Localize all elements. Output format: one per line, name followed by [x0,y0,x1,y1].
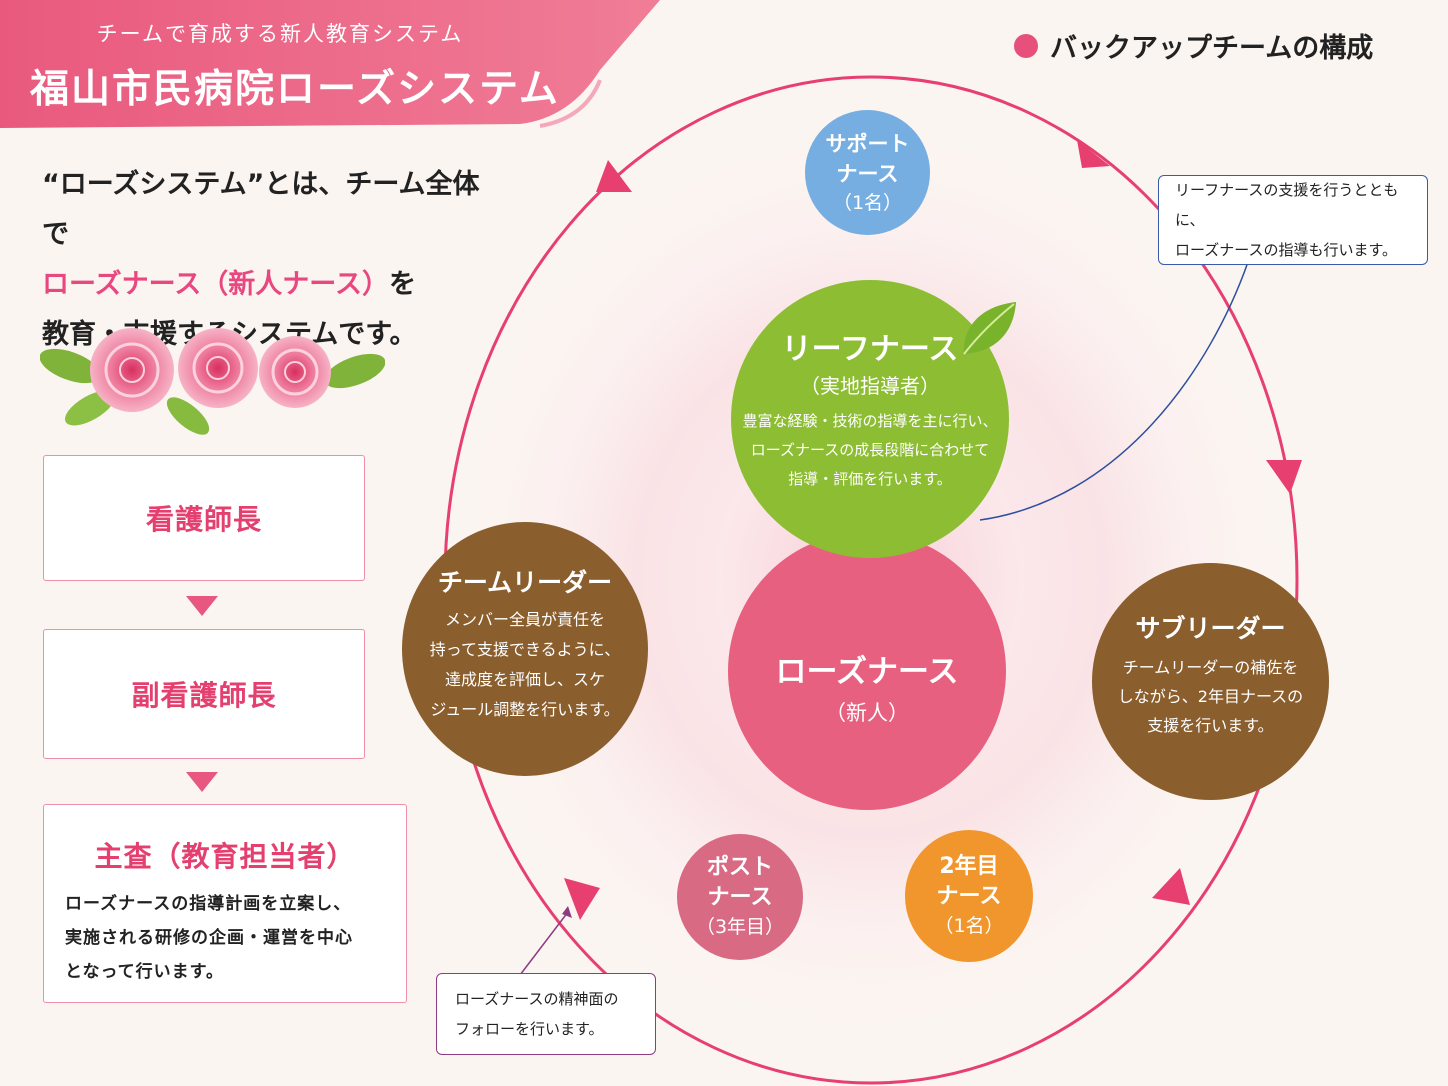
roses-decoration-icon [40,328,385,435]
leaf-desc-line: ローズナースの成長段階に合わせて [750,441,990,459]
team-leader-circle: チームリーダー メンバー全員が責任を 持って支援できるように、 達成度を評価し、… [402,522,648,776]
leaf-nurse-circle: リーフナース （実地指導者） 豊富な経験・技術の指導を主に行い、 ローズナースの… [731,280,1009,558]
sub-leader-desc-line: 支援を行います。 [1147,716,1274,735]
chief-description: ローズナースの指導計画を立案し、 実施される研修の企画・運営を中心 となって行い… [65,887,385,989]
second-year-nurse-line: 2年目 [939,854,999,879]
leaf-nurse-title: リーフナース [781,332,959,367]
rose-nurse-sub: （新人） [825,700,909,725]
support-nurse-count: （1名） [832,191,903,214]
team-leader-desc-line: 持って支援できるように、 [429,640,621,659]
intro-rose-nurse-highlight: ローズナース（新人ナース） [42,269,389,300]
leaf-desc-line: 豊富な経験・技術の指導を主に行い、 [742,412,998,430]
leaf-nurse-sub: （実地指導者） [800,374,940,398]
post-nurse-line: ポスト [706,855,773,880]
hierarchy-arrow-2 [186,772,218,792]
second-year-nurse-circle: 2年目 ナース （1名） [905,830,1033,962]
sub-leader-title: サブリーダー [1135,614,1286,643]
support-nurse-line: ナース [836,161,899,186]
mental-note-line: ローズナースの精神面の [455,990,619,1008]
chief-desc-line: 実施される研修の企画・運営を中心 [65,928,353,948]
header-ribbon [0,0,660,128]
ring-arrow-right [1266,460,1302,494]
team-leader-desc-line: メンバー全員が責任を [444,610,605,629]
chief-box: 主査（教育担当者） ローズナースの指導計画を立案し、 実施される研修の企画・運営… [43,804,407,1003]
ring-arrow-top-left [596,160,632,192]
leaf-nurse-description: 豊富な経験・技術の指導を主に行い、 ローズナースの成長段階に合わせて 指導・評価… [742,407,997,494]
support-nurse-circle: サポート ナース （1名） [805,110,930,235]
second-year-nurse-line: ナース [936,884,1002,909]
support-nurse-line: サポート [825,131,910,156]
legend-label: バックアップチームの構成 [1050,33,1374,64]
post-nurse-line: ナース [707,885,773,910]
rose-nurse-title: ローズナース [775,653,959,690]
chief-desc-line: となって行います。 [65,962,224,982]
leaf-support-note: リーフナースの支援を行うとともに、 ローズナースの指導も行います。 [1158,175,1428,265]
second-year-nurse-count: （1名） [934,915,1004,937]
deputy-head-nurse-label: 副看護師長 [131,679,277,712]
head-nurse-label: 看護師長 [145,503,262,536]
leaf-note-connector [979,261,1249,521]
sub-leader-description: チームリーダーの補佐を しながら、2年目ナースの 支援を行います。 [1118,653,1303,740]
mental-support-note: ローズナースの精神面の フォローを行います。 [436,973,656,1055]
head-nurse-box: 看護師長 [43,455,365,581]
chief-title: 主査（教育担当者） [94,840,356,873]
leaf-note-line: ローズナースの指導も行います。 [1175,241,1398,259]
team-leader-description: メンバー全員が責任を 持って支援できるように、 達成度を評価し、スケ ジュール調… [430,605,620,725]
team-leader-desc-line: 達成度を評価し、スケ [444,670,605,689]
rose-nurse-circle: ローズナース （新人） [728,532,1006,810]
sub-leader-desc-line: しながら、2年目ナースの [1117,687,1304,706]
leaf-icon [963,302,1016,355]
mental-note-line: フォローを行います。 [455,1020,604,1038]
team-leader-desc-line: ジュール調整を行います。 [430,700,620,719]
ring-arrow-bottom-right [1152,868,1190,905]
leaf-note-line: リーフナースの支援を行うとともに、 [1175,181,1399,229]
chief-desc-line: ローズナースの指導計画を立案し、 [65,894,352,914]
ring-arrow-bottom-left [564,878,600,920]
intro-line-2: ローズナース（新人ナース）を [42,260,502,310]
header-title: 福山市民病院ローズシステム [30,67,560,112]
deputy-head-nurse-box: 副看護師長 [43,629,365,759]
sub-leader-circle: サブリーダー チームリーダーの補佐を しながら、2年目ナースの 支援を行います。 [1092,563,1329,800]
legend: バックアップチームの構成 [1014,26,1373,65]
hierarchy-arrow-1 [186,596,218,616]
post-nurse-year: （3年目） [695,916,785,938]
leaf-desc-line: 指導・評価を行います。 [788,470,952,488]
team-leader-title: チームリーダー [437,568,613,597]
sub-leader-desc-line: チームリーダーの補佐を [1122,658,1299,677]
legend-dot-icon [1014,33,1038,58]
intro-line-2-suffix: を [388,269,416,300]
intro-line-1: “ローズシステム”とは、チーム全体で [42,169,480,250]
ring-arrow-top-right [1077,140,1110,168]
header-subtitle: チームで育成する新人教育システム [96,22,464,46]
mental-note-connector [519,911,569,976]
post-nurse-circle: ポスト ナース （3年目） [677,834,803,960]
